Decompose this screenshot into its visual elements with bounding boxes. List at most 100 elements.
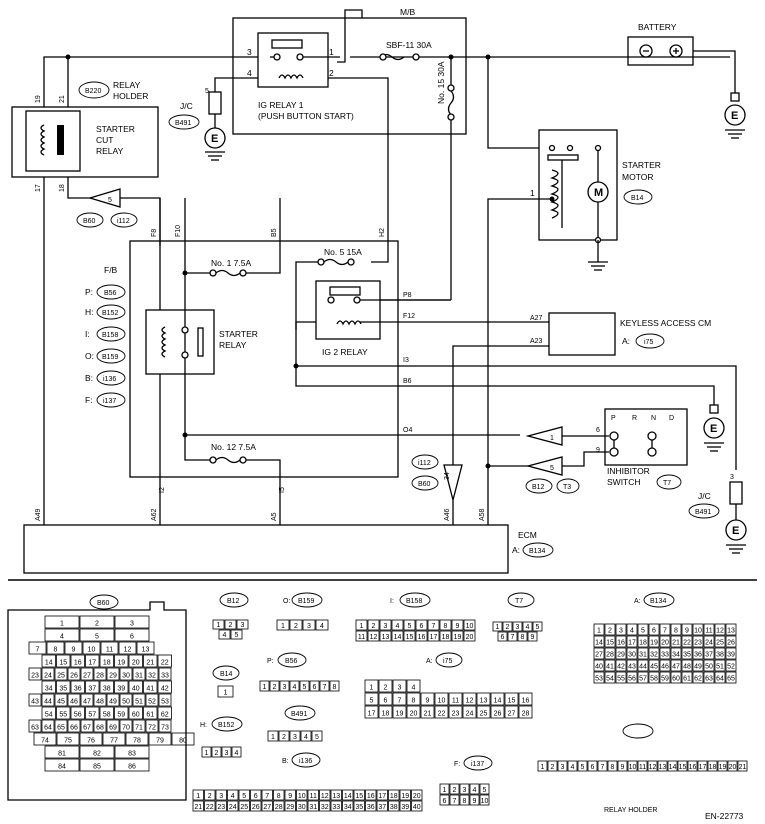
connector-pin-number: 2 [551, 764, 555, 771]
ig1-label-1: IG RELAY 1 [258, 100, 304, 110]
connector-pin [99, 680, 114, 694]
connector-pin [236, 619, 249, 630]
connector-pin-number: 62 [161, 711, 169, 718]
svg-text:A:: A: [622, 336, 630, 346]
connector-pin [273, 789, 285, 801]
connector-pin [737, 760, 748, 772]
connector-pin-number: 44 [44, 698, 52, 705]
connector-pin-number: 1 [263, 684, 267, 691]
connector-pin-number: 47 [83, 698, 91, 705]
connector-pin-number: 59 [661, 676, 669, 683]
connector-pin [376, 800, 388, 812]
connector-pin-number: 78 [133, 737, 141, 744]
connector-pin [273, 800, 285, 812]
connector-pin [411, 800, 423, 812]
connector-pin-number: 36 [367, 804, 375, 811]
connector-pin [355, 630, 368, 642]
connector-pin-number: 19 [117, 659, 125, 666]
connector-pin [626, 671, 638, 684]
connector-pin-number: 55 [617, 676, 625, 683]
connector-pin [157, 706, 172, 720]
connector-pin [439, 783, 450, 795]
connector-pin-number: 2 [608, 628, 612, 635]
connector-pin [80, 693, 94, 707]
connector-pin-number: 80 [179, 737, 187, 744]
connector-pin-number: 5 [303, 684, 307, 691]
connector-pin [364, 705, 379, 719]
connector-pin-number: 16 [367, 793, 375, 800]
connector-pin-number: 14 [595, 640, 603, 647]
connector-pin [547, 760, 558, 772]
connector-pin [296, 800, 308, 812]
connector-pin [492, 621, 503, 632]
connector-pin-number: 50 [122, 698, 130, 705]
connector-pin-number: 2 [273, 684, 277, 691]
connector-pin-number: 1 [370, 684, 374, 691]
connector-pin [33, 732, 57, 746]
connector-pin-number: 7 [36, 646, 40, 653]
connector-pin-number: 21 [739, 764, 747, 771]
starter-motor-label-2: MOTOR [622, 172, 653, 182]
connector-pin-number: 8 [674, 628, 678, 635]
connector-pin [725, 671, 737, 684]
ig1-label-2: (PUSH BUTTON START) [258, 111, 354, 121]
connector-pin [319, 789, 331, 801]
connector-pin [114, 654, 129, 668]
relay-holder-label-2: HOLDER [113, 91, 148, 101]
connector-pin [114, 745, 150, 759]
connector-pin [615, 623, 627, 636]
connector-pin [604, 647, 616, 660]
connector-pin-number: 22 [438, 710, 446, 717]
connector-pin-number: 58 [103, 711, 111, 718]
connector-pin-number: 5 [95, 633, 99, 640]
connector-pin [626, 623, 638, 636]
connector-pin-number: 3 [219, 793, 223, 800]
connector-pin [342, 789, 354, 801]
connector-pin-number: 31 [639, 652, 647, 659]
no5-label: No. 5 15A [324, 247, 362, 257]
connector-pin [56, 654, 71, 668]
svg-text:B491: B491 [175, 120, 191, 127]
connector-pin [41, 667, 55, 681]
connector-pin-number: 52 [148, 698, 156, 705]
connector-pin-number: 7 [601, 764, 605, 771]
svg-text:A62: A62 [151, 508, 158, 521]
connector-pin [434, 705, 449, 719]
connector-pin [617, 760, 628, 772]
connector-pin-number: 25 [480, 710, 488, 717]
connector-pin-number: 20 [729, 764, 737, 771]
connector-pin-number: 4 [473, 787, 477, 794]
doc-id: EN-22773 [705, 811, 744, 821]
connector-pin-number: 35 [683, 652, 691, 659]
connector-pin-number: 15 [59, 659, 67, 666]
connector-pin [714, 671, 726, 684]
svg-text:A58: A58 [479, 508, 486, 521]
connector-pin-number: 20 [410, 710, 418, 717]
connector-pin [302, 619, 316, 631]
svg-text:B14: B14 [220, 671, 233, 678]
connector-pin [118, 641, 137, 655]
connector-pin [67, 719, 81, 733]
connector-pin-number: 16 [74, 659, 82, 666]
connector-pin-number: 20 [132, 659, 140, 666]
svg-text:B60: B60 [418, 481, 431, 488]
svg-text:A27: A27 [530, 315, 543, 322]
connector-pin [41, 719, 55, 733]
connector-pin-number: 83 [128, 750, 136, 757]
connector-pin [136, 641, 155, 655]
connector-pin-number: 3 [619, 628, 623, 635]
connector-pin-number: 4 [223, 632, 227, 639]
connector-pin [637, 659, 649, 672]
connector-pin-number: 31 [135, 672, 143, 679]
connector-pin [593, 647, 605, 660]
connector-pin-number: 7 [265, 793, 269, 800]
connector-pin-number: 41 [606, 664, 614, 671]
connector-pin-number: 58 [650, 676, 658, 683]
connector-pin [367, 630, 380, 642]
connector-pin [439, 630, 452, 642]
svg-text:N: N [651, 415, 656, 422]
connector-pin [67, 693, 81, 707]
connector-pin-number: 18 [390, 793, 398, 800]
connector-pin [250, 789, 262, 801]
